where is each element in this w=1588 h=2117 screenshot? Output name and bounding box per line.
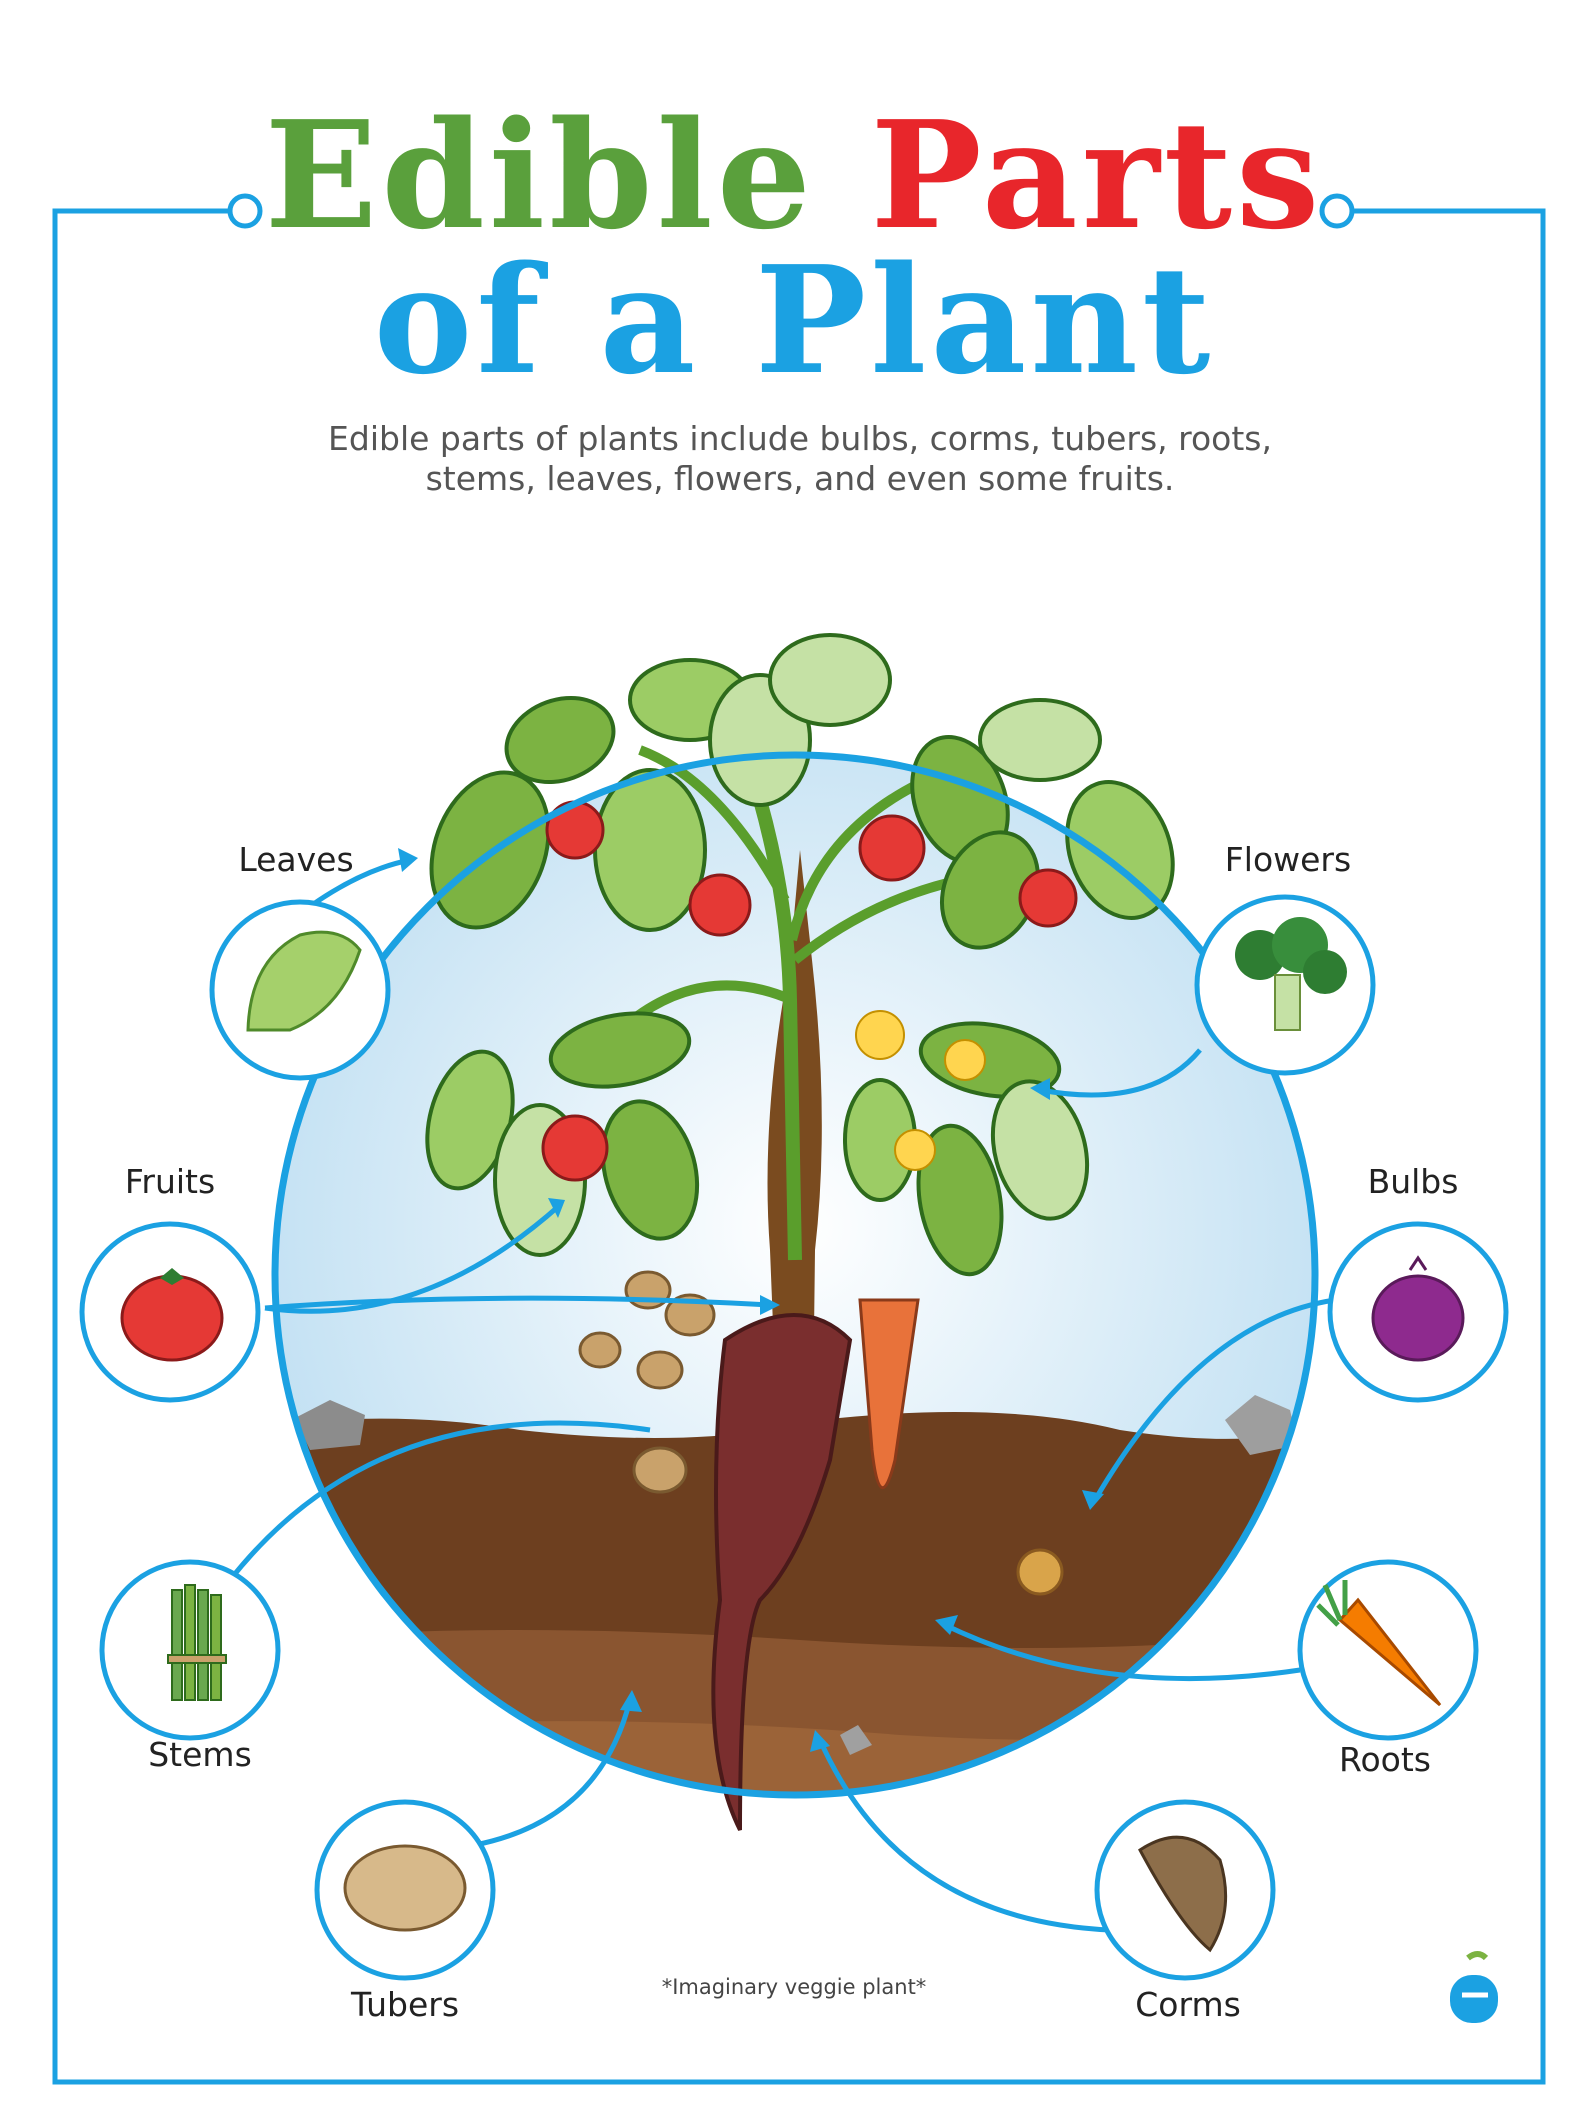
potato-icon — [343, 1844, 467, 1932]
taro-icon — [1138, 1835, 1228, 1953]
tomato-icon — [120, 1268, 224, 1362]
footnote: *Imaginary veggie plant* — [661, 1975, 927, 1999]
label-roots: Roots — [1339, 1740, 1431, 1779]
page-title-line2: of a Plant — [373, 233, 1215, 407]
title-word-edible: Edible — [264, 88, 815, 262]
title-word-parts: Parts — [870, 88, 1324, 262]
plant-scene — [271, 633, 1319, 1831]
label-flowers: Flowers — [1224, 840, 1352, 879]
label-corms: Corms — [1135, 1985, 1241, 2024]
border — [52, 193, 1546, 2085]
page-title: Edible Parts — [0, 95, 1588, 255]
label-tubers: Tubers — [350, 1985, 460, 2024]
label-leaves: Leaves — [238, 840, 354, 879]
carrot-icon — [1316, 1580, 1442, 1707]
intro-line-2: stems, leaves, flowers, and even some fr… — [425, 459, 1175, 498]
asparagus-icon — [167, 1584, 227, 1701]
education-logo-icon — [1450, 1951, 1498, 2023]
connector-arrows — [228, 857, 1336, 1933]
label-bulbs: Bulbs — [1367, 1162, 1459, 1201]
lettuce-icon — [246, 930, 362, 1032]
broccoli-icon — [1235, 917, 1347, 1031]
intro-line-1: Edible parts of plants include bulbs, co… — [328, 419, 1272, 458]
arrow-heads — [398, 848, 1104, 1752]
onion-icon — [1371, 1255, 1465, 1362]
label-stems: Stems — [148, 1735, 252, 1774]
label-fruits: Fruits — [124, 1162, 216, 1201]
